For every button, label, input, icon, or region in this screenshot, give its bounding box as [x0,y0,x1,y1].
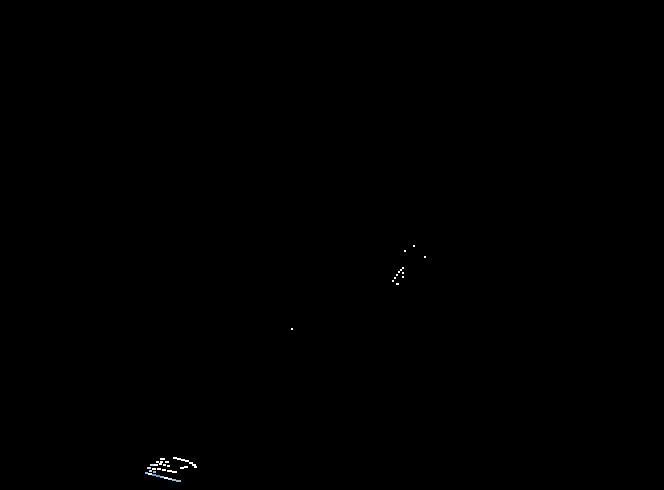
speck-pixel [413,245,415,247]
speck-pixel [404,250,406,252]
bright-streak-pixel [160,458,165,460]
bright-streak-pixel [152,468,156,470]
bright-streak-pixel [177,458,181,460]
bright-streak-pixel [145,472,148,474]
diagonal-streak-pixel [396,274,398,276]
speck-pixel [424,256,426,258]
bright-streak-pixel [164,477,168,479]
bright-streak-pixel [184,466,188,468]
bright-streak-pixel [160,476,164,478]
bright-streak-pixel [180,467,184,469]
bright-streak-pixel [181,459,185,461]
bright-streak-pixel [168,478,172,480]
bright-streak-pixel [153,471,156,473]
bright-streak-pixel [162,469,166,471]
bright-streak-pixel [176,480,181,482]
bright-streak-pixel [156,475,160,477]
bright-streak-pixel [159,463,162,465]
bright-streak-pixel [192,464,196,466]
bright-streak-pixel [147,467,151,469]
diagonal-streak-pixel [402,272,404,274]
diagonal-streak-pixel [402,276,404,278]
diagonal-streak-pixel [400,269,402,271]
diagonal-streak-pixel [402,267,404,269]
bright-streak-pixel [173,457,177,459]
bright-streak-pixel [185,460,189,462]
bright-streak-pixel [172,479,176,481]
diagonal-streak-pixel [396,283,399,285]
bright-streak-pixel [150,464,154,466]
diagonal-streak-pixel [394,277,396,279]
bright-streak-pixel [167,470,172,472]
speck-pixel [291,328,293,330]
bright-streak-pixel [157,468,161,470]
bright-streak-pixel [194,466,197,468]
bright-streak-pixel [156,461,159,463]
bright-streak-pixel [165,461,169,463]
bright-streak-pixel [189,462,193,464]
bright-streak-pixel [149,470,152,472]
diagonal-streak-pixel [392,280,394,282]
bright-streak-pixel [160,461,163,463]
bright-streak-pixel [148,473,152,475]
diagonal-streak-pixel [398,271,400,273]
bright-streak-pixel [163,464,166,466]
bright-streak-pixel [152,474,156,476]
bright-streak-pixel [172,471,177,473]
bright-streak-pixel [167,465,170,467]
bright-streak-pixel [154,464,158,466]
